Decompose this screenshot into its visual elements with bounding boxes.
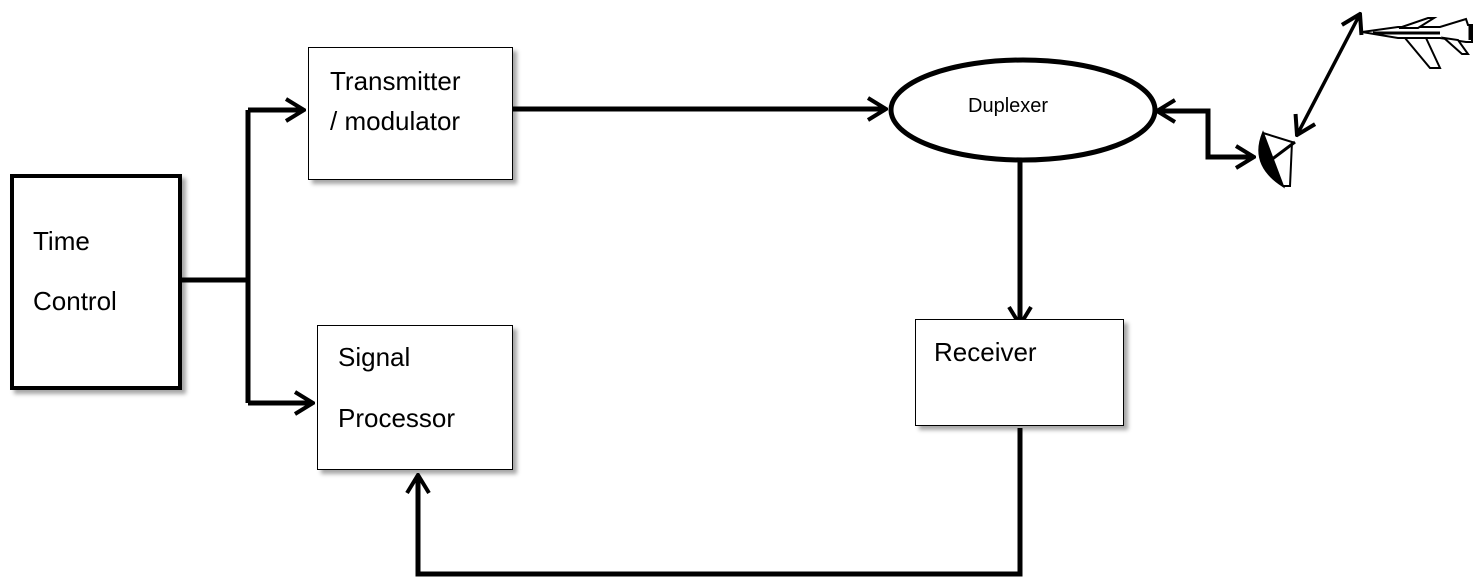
antenna-dish-icon [1258, 130, 1296, 189]
transmitter-label-line2: / modulator [330, 106, 461, 136]
signal-processor-block [317, 325, 513, 470]
signal-processor-label-line2: Processor [338, 403, 456, 433]
transmitter-block [308, 47, 513, 180]
time-control-block [10, 174, 182, 390]
signal-processor-label-line1: Signal [338, 342, 411, 372]
arrow-receiver-to-signal-processor [418, 428, 1023, 577]
receiver-label: Receiver [934, 337, 1037, 367]
arrow-antenna-aircraft [1297, 14, 1360, 135]
aircraft-icon [1361, 17, 1473, 69]
time-control-label-line2: Control [33, 286, 117, 316]
duplexer-label: Duplexer [968, 95, 1049, 117]
transmitter-label-line1: Transmitter [330, 66, 461, 96]
time-control-label-line1: Time [33, 226, 90, 256]
arrow-duplexer-antenna [1157, 111, 1254, 157]
duplexer-block [888, 57, 1158, 163]
receiver-block [915, 319, 1124, 426]
